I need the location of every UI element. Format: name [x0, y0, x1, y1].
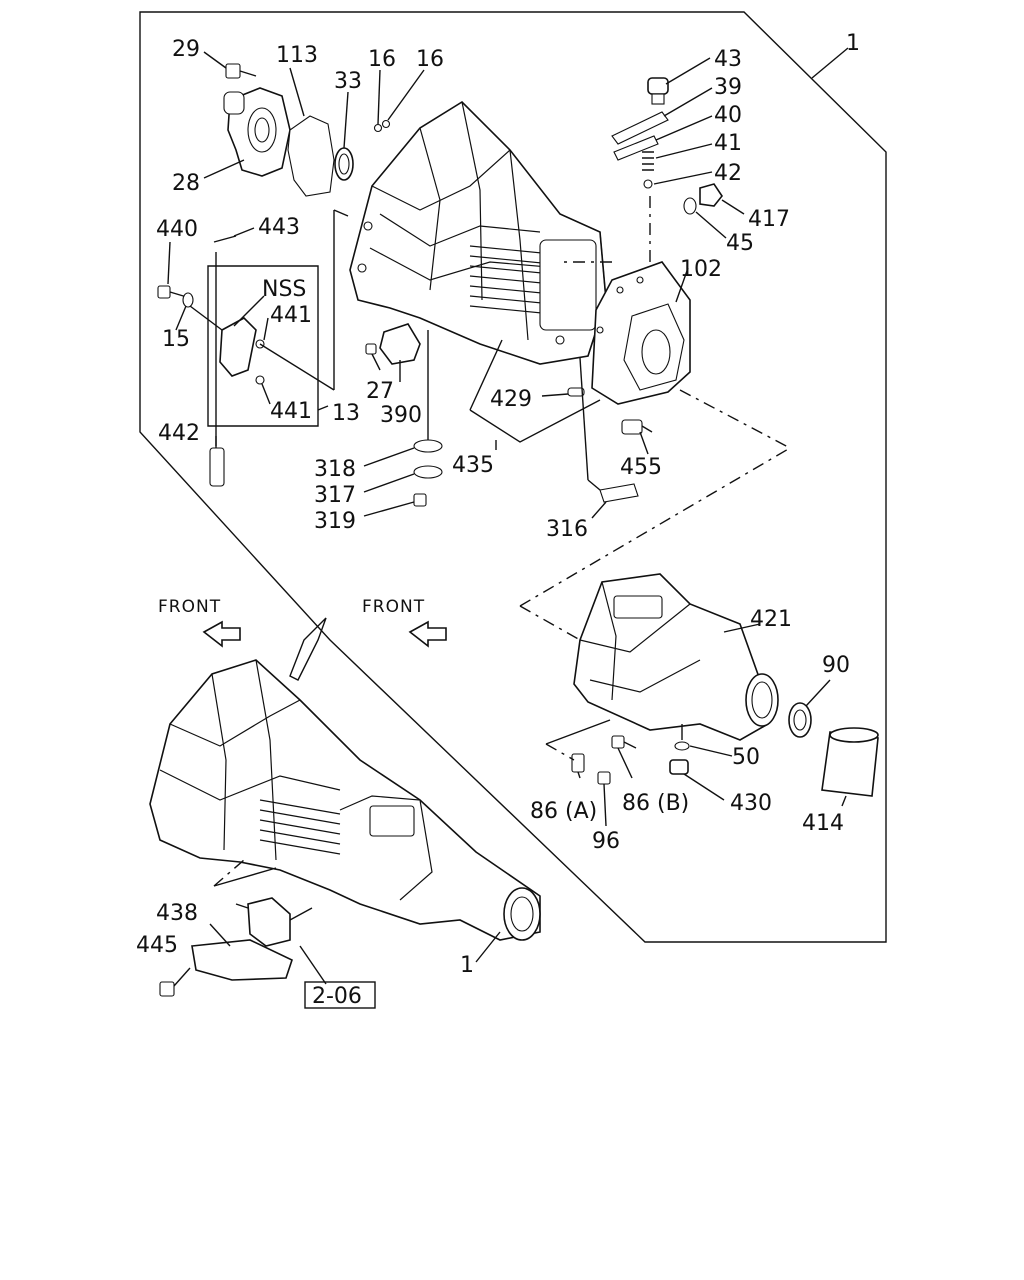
shaft-442 — [209, 252, 225, 487]
label-15: 15 — [162, 327, 190, 352]
label-421: 421 — [750, 607, 792, 632]
label-440: 440 — [156, 217, 198, 242]
label-33: 33 — [334, 69, 362, 94]
reference-box: 2-06 — [304, 981, 376, 1009]
washer-15 — [182, 292, 194, 308]
label-96: 96 — [592, 829, 620, 854]
reference-label: 2-06 — [312, 984, 362, 1009]
label-442: 442 — [158, 421, 200, 446]
case-cooling-fins — [469, 245, 553, 315]
nut-96 — [597, 771, 611, 785]
oil-seal-90 — [788, 702, 812, 738]
bolt-455 — [621, 419, 653, 435]
label-441b: 441 — [270, 399, 312, 424]
label-417: 417 — [748, 207, 790, 232]
extension-housing — [573, 573, 779, 741]
assembly-dash-lines — [213, 196, 791, 887]
bracket-438 — [191, 939, 293, 981]
label-113: 113 — [276, 43, 318, 68]
o-ring-50 — [674, 741, 690, 751]
label-319: 319 — [314, 509, 356, 534]
label-90: 90 — [822, 653, 850, 678]
gasket-317 — [413, 465, 443, 479]
cover-390 — [379, 323, 421, 365]
spring-41 — [642, 151, 654, 171]
front-label-right: FRONT — [362, 597, 425, 617]
pin-429 — [567, 387, 585, 397]
bolt-445 — [159, 981, 175, 997]
label-1b: 1 — [460, 953, 474, 978]
label-29: 29 — [172, 37, 200, 62]
label-455: 455 — [620, 455, 662, 480]
ball-42 — [643, 179, 653, 189]
label-86a: 86 (A) — [530, 799, 597, 824]
front-arrow-left: FRONT — [158, 597, 241, 648]
label-438: 438 — [156, 901, 198, 926]
plug-417 — [699, 183, 723, 207]
label-16a: 16 — [368, 47, 396, 72]
label-43: 43 — [714, 47, 742, 72]
label-435: 435 — [452, 453, 494, 478]
lever-39 — [611, 111, 669, 145]
bolt-29 — [225, 63, 257, 79]
label-45: 45 — [726, 231, 754, 256]
dust-cover-414 — [821, 727, 879, 797]
label-86b: 86 (B) — [622, 791, 689, 816]
slave-cylinder — [235, 897, 313, 947]
intermediate-plate — [591, 261, 691, 405]
assembly-frame: 1 — [139, 11, 887, 943]
front-label-left: FRONT — [158, 597, 221, 617]
label-27: 27 — [366, 379, 394, 404]
label-443: 443 — [258, 215, 300, 240]
pin-443 — [213, 235, 237, 243]
oil-seal-33 — [334, 147, 354, 181]
label-41: 41 — [714, 131, 742, 156]
front-bearing-retainer — [223, 87, 291, 177]
label-445: 445 — [136, 933, 178, 958]
part-labels: 29 113 16 16 33 28 43 39 40 41 42 417 45… — [136, 37, 850, 978]
label-316: 316 — [546, 517, 588, 542]
label-430: 430 — [730, 791, 772, 816]
plate-40 — [613, 135, 659, 161]
plate-316 — [599, 483, 639, 503]
label-317: 317 — [314, 483, 356, 508]
bolt-319 — [413, 493, 427, 507]
plug-430 — [669, 759, 689, 775]
assembled-cooling-fins — [259, 799, 341, 855]
label-50: 50 — [732, 745, 760, 770]
transmission-case — [349, 100, 607, 365]
label-40: 40 — [714, 103, 742, 128]
label-42: 42 — [714, 161, 742, 186]
label-318: 318 — [314, 457, 356, 482]
label-441a: 441 — [270, 303, 312, 328]
front-arrow-right: FRONT — [362, 597, 447, 648]
bolt-440 — [157, 285, 191, 299]
bolt-27 — [365, 343, 377, 355]
o-ring-45 — [683, 197, 697, 215]
label-414: 414 — [802, 811, 844, 836]
label-28: 28 — [172, 171, 200, 196]
label-102: 102 — [680, 257, 722, 282]
gasket-113 — [287, 115, 335, 197]
gasket-318 — [413, 439, 443, 453]
label-nss: NSS — [262, 277, 306, 302]
assembled-transmission — [149, 617, 541, 941]
label-429: 429 — [490, 387, 532, 412]
dowel-16 — [373, 119, 391, 133]
assembly-label: 1 — [846, 31, 860, 56]
bolt-86a — [571, 753, 585, 773]
label-390: 390 — [380, 403, 422, 428]
leader-lines — [167, 51, 847, 987]
label-39: 39 — [714, 75, 742, 100]
bolt-86b — [611, 735, 637, 749]
label-13: 13 — [332, 401, 360, 426]
label-16b: 16 — [416, 47, 444, 72]
plug-43 — [647, 77, 669, 105]
